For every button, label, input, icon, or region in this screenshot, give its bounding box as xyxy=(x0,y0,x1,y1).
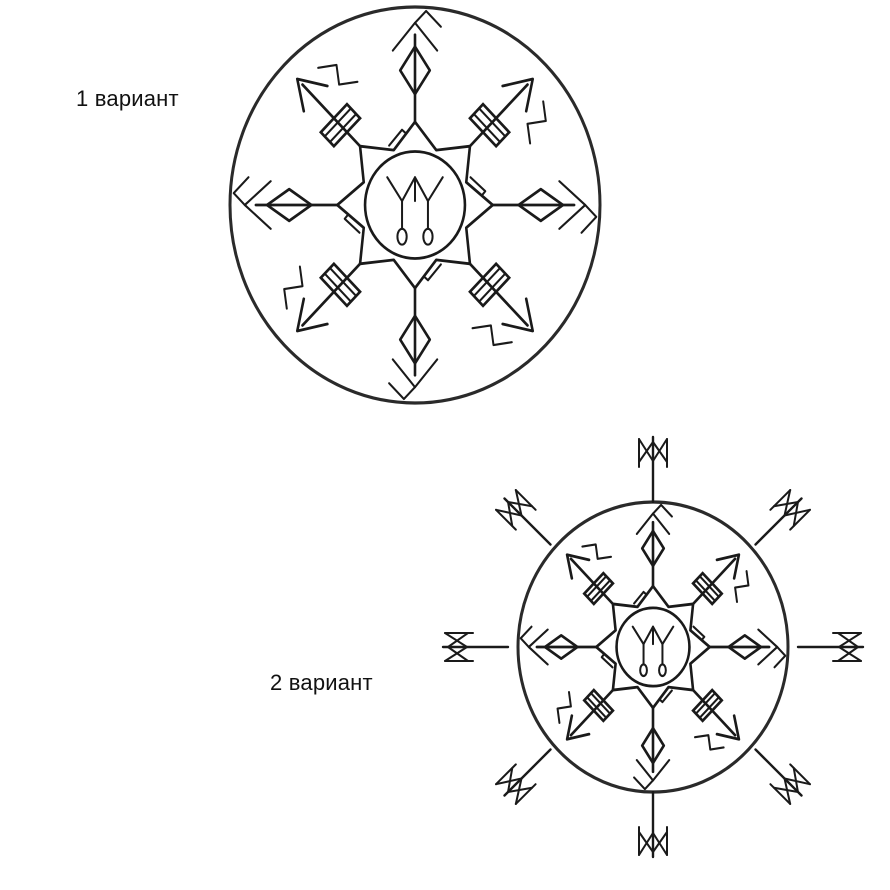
variant-2-arrowhead xyxy=(715,714,741,741)
variant-2-arrowhead xyxy=(715,553,741,580)
variant-1-label: 1 вариант xyxy=(76,86,179,111)
variant-2-outer-ray xyxy=(754,489,811,546)
variant-1-ray xyxy=(232,176,361,234)
variant-1-ray xyxy=(283,248,375,333)
variant-2-rhombus xyxy=(640,529,666,568)
variant-2-outer-runes xyxy=(441,435,865,859)
variant-1-arrowhead xyxy=(295,297,329,333)
variant-1-rhombus xyxy=(398,314,432,365)
variant-1-arrowhead xyxy=(501,77,535,113)
variant-1-ladder-rune xyxy=(318,261,362,308)
outer-arrow-rune xyxy=(837,632,859,662)
variant-1-zigzag-rune xyxy=(526,100,547,145)
outer-arrow-rune xyxy=(772,501,799,528)
outer-arrow-rune xyxy=(447,632,469,662)
variant-1-rhombus xyxy=(517,187,565,223)
outer-arrow-rune xyxy=(772,766,799,793)
variant-2-outer-ray xyxy=(796,632,865,662)
variant-1-ladder-rune xyxy=(318,102,362,149)
variant-1-ladder-rune xyxy=(468,102,512,149)
variant-2-emblem xyxy=(516,500,790,794)
variant-1-ray xyxy=(388,9,442,147)
variant-2-ladder-rune xyxy=(582,688,615,723)
variant-2-outer-ray xyxy=(495,489,552,546)
variant-2-zigzag-rune xyxy=(734,570,750,603)
variant-1-emblem xyxy=(228,5,602,405)
outer-arrow-rune xyxy=(638,831,668,853)
variant-1-zigzag-rune xyxy=(317,63,359,86)
variant-2-zigzag-rune xyxy=(556,691,572,724)
variant-2-arrowhead xyxy=(565,714,591,741)
variant-2-rhombus xyxy=(543,634,579,660)
variant-1-rhombus xyxy=(398,45,432,96)
variant-1-arrowhead xyxy=(501,297,535,333)
variant-1-outer-circle xyxy=(228,5,602,405)
variant-2-label: 2 вариант xyxy=(270,670,373,695)
variant-2-ladder-rune xyxy=(691,688,724,723)
variant-2-rhombus xyxy=(640,726,666,765)
variant-1-zigzag-rune xyxy=(471,324,513,347)
variant-2-rhombus xyxy=(727,634,763,660)
variant-1-rhombus xyxy=(265,187,313,223)
outer-arrow-rune xyxy=(507,766,534,793)
variant-2-outer-ray xyxy=(754,748,811,805)
variant-2-ray xyxy=(565,543,624,616)
variant-1-arrowhead xyxy=(295,77,329,113)
variant-1-zigzag-rune xyxy=(283,265,304,310)
outer-arrow-rune xyxy=(507,501,534,528)
variant-2-outer-ray xyxy=(441,632,510,662)
variant-2-outer-ray xyxy=(638,435,668,504)
variant-2-outer-ray xyxy=(638,790,668,859)
variant-2-zigzag-rune xyxy=(581,543,612,560)
variant-2-center-rune xyxy=(631,625,675,678)
variant-2-arrowhead xyxy=(565,553,591,580)
variant-2-zigzag-rune xyxy=(694,734,725,751)
variant-2-ladder-rune xyxy=(582,571,615,606)
variant-2-inner-circle xyxy=(615,606,691,688)
variant-2-ladder-rune xyxy=(691,571,724,606)
variant-1-center-rune xyxy=(386,176,444,246)
variant-2-outer-ray xyxy=(495,748,552,805)
variant-1-inner-circle xyxy=(363,150,467,260)
outer-arrow-rune xyxy=(638,441,668,463)
variant-1-ladder-rune xyxy=(468,261,512,308)
